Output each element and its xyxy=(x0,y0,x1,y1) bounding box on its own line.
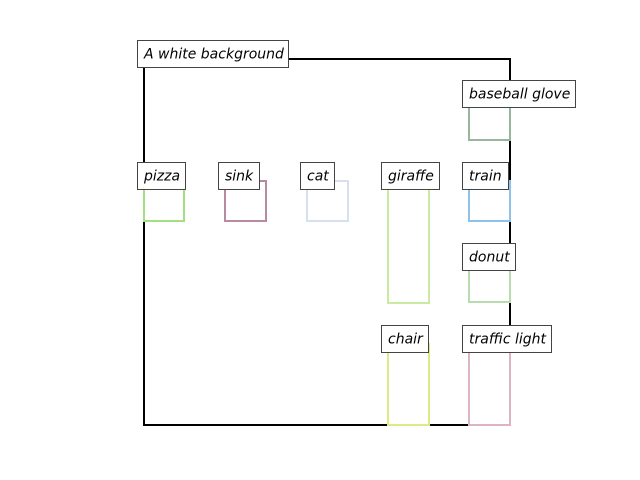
baseball-glove-label: baseball glove xyxy=(469,87,570,103)
sink-label-box xyxy=(218,162,260,190)
train-label-box xyxy=(462,162,509,190)
chair-box xyxy=(387,343,430,426)
traffic-light-box xyxy=(468,343,511,426)
giraffe-label: giraffe xyxy=(388,169,434,185)
giraffe-label-box xyxy=(381,162,440,190)
donut-label-box xyxy=(462,243,516,271)
background-label-text: A white background xyxy=(143,47,284,63)
background-label: A white background xyxy=(137,40,289,68)
chair-label: chair xyxy=(388,332,424,348)
donut-label: donut xyxy=(469,250,510,266)
background-frame xyxy=(143,58,511,426)
chair-label-box xyxy=(381,325,429,353)
pizza-label: pizza xyxy=(143,169,180,185)
traffic-light-label-box xyxy=(462,325,552,353)
cat-label: cat xyxy=(307,169,329,185)
pizza-label-box xyxy=(137,162,186,190)
object-boxes: pizza sink cat giraffe train baseball glove do… xyxy=(137,80,576,426)
train-label: train xyxy=(469,169,502,185)
background-label-box xyxy=(137,40,289,68)
traffic-light-label: traffic light xyxy=(469,332,547,348)
baseball-glove-label-box xyxy=(462,80,576,108)
sink-label: sink xyxy=(225,169,254,185)
giraffe-box xyxy=(387,180,430,304)
cat-label-box xyxy=(300,162,335,190)
